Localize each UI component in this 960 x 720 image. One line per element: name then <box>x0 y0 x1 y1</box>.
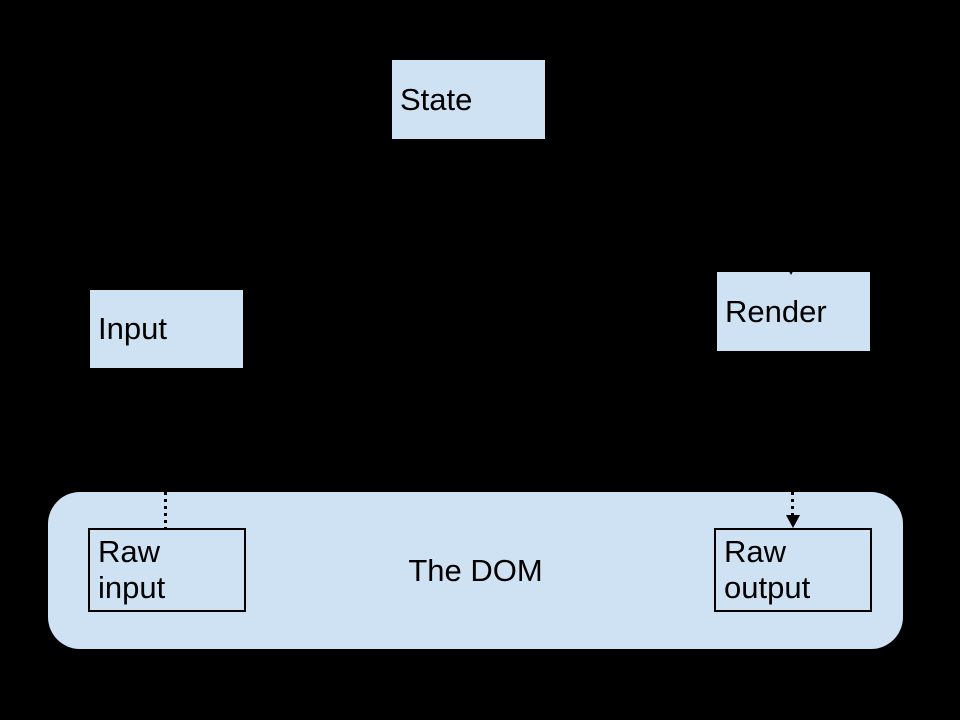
dom-container: The DOM Raw input Raw output <box>48 492 903 649</box>
state-to-render-arrowhead-icon <box>785 264 797 275</box>
input-node: Input <box>88 288 245 370</box>
render-to-raw-output-arrowhead-icon <box>786 515 800 528</box>
raw-output-label-line2: output <box>724 570 811 605</box>
render-node-label: Render <box>725 293 827 329</box>
raw-input-label-line2: input <box>98 570 166 605</box>
state-node-label: State <box>400 81 473 117</box>
render-to-raw-output-connector <box>791 492 794 516</box>
render-node: Render <box>715 270 872 353</box>
raw-output-node: Raw output <box>714 528 872 612</box>
state-node: State <box>390 58 547 141</box>
raw-output-label-line1: Raw <box>724 534 787 570</box>
raw-input-label-line1: Raw <box>98 534 161 570</box>
dom-container-label: The DOM <box>408 552 543 588</box>
raw-input-node: Raw input <box>88 528 246 612</box>
input-node-label: Input <box>98 311 167 346</box>
raw-input-to-input-connector <box>164 492 167 528</box>
